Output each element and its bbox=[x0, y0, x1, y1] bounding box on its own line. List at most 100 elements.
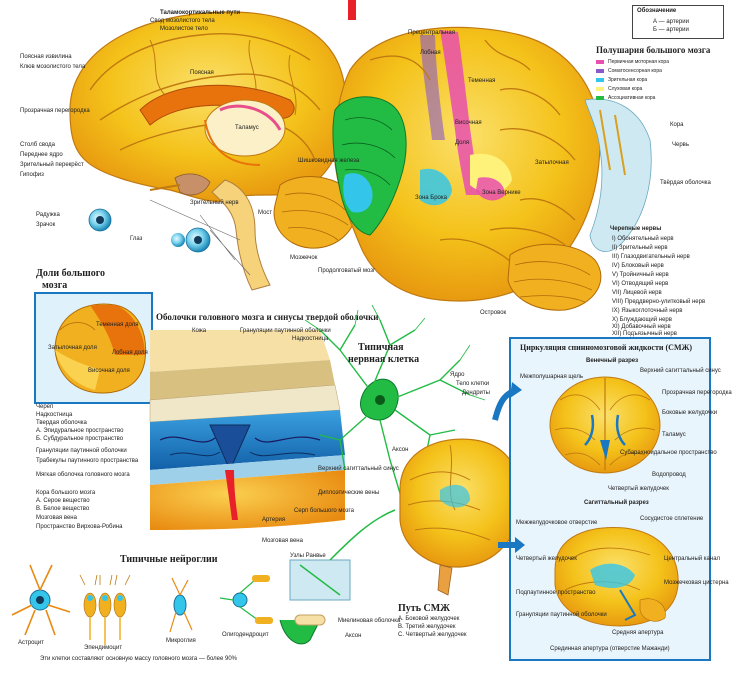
neuron-label: Узлы Ранвье bbox=[290, 553, 326, 559]
header-legend-a: А — артерии bbox=[653, 19, 689, 25]
meninges-top-label: Грануляции паутинной оболочки bbox=[240, 328, 331, 334]
neuron-label: Ядро bbox=[450, 372, 465, 378]
legend-swatch-pink bbox=[596, 60, 604, 64]
nerve-item: VI) Отводящий нерв bbox=[612, 281, 669, 287]
nerve-item: V) Тройничный нерв bbox=[612, 272, 669, 278]
hemisphere-label: Зона Вернике bbox=[482, 190, 521, 196]
neuroglia-label: Эпендимоцит bbox=[84, 645, 123, 651]
nerve-item: X) Блуждающий нерв bbox=[612, 317, 672, 323]
dura-flap bbox=[584, 98, 652, 252]
nerve-item: XII) Подъязычный нерв bbox=[612, 331, 677, 337]
meninges-left-label: А. Эпидуральное пространство bbox=[36, 428, 124, 434]
nerve-item: III) Глазодвигательный нерв bbox=[612, 254, 690, 260]
sagittal-label: Поясная bbox=[190, 70, 214, 76]
sagittal-label: Продолговатый мозг bbox=[318, 268, 376, 274]
neuron-cell-art bbox=[304, 304, 486, 501]
csf-brain-art bbox=[399, 438, 522, 596]
neuron-label: Тело клетки bbox=[456, 381, 490, 387]
header-legend-title: Обозначение bbox=[637, 8, 677, 14]
meninges-inner-label: Диплоэтические вены bbox=[318, 490, 380, 496]
hemisphere-label: Теменная bbox=[468, 78, 496, 84]
circulation-label: Прозрачная перегородка bbox=[662, 390, 732, 396]
meninges-left-label: В. Белое вещество bbox=[36, 506, 90, 512]
circulation-label: Грануляции паутинной оболочки bbox=[516, 612, 607, 618]
sagittal-label: Прозрачная перегородка bbox=[20, 108, 90, 114]
hemisphere-legend-item: Соматосенсорная кора bbox=[608, 68, 662, 74]
nerve-item: IX) Языкоглоточный нерв bbox=[612, 308, 683, 314]
meninges-section bbox=[149, 330, 345, 530]
lobe-label: Лобная доля bbox=[112, 350, 148, 356]
circulation-label: Центральный канал bbox=[664, 556, 721, 562]
lobes-title: Доли большого bbox=[36, 268, 105, 279]
nerve-item: VII) Лицевой нерв bbox=[612, 290, 662, 296]
circulation-label: Боковые желудочки bbox=[662, 410, 718, 416]
nerve-item: XI) Добавочный нерв bbox=[612, 324, 671, 330]
csf-path-item: А. Боковой желудочек bbox=[398, 616, 460, 622]
meninges-left-label: Трабекулы паутинного пространства bbox=[36, 458, 139, 464]
sagittal-label: Зрачок bbox=[36, 222, 56, 228]
meninges-left-label: Пространство Вирхова-Робина bbox=[36, 524, 123, 530]
sagittal-label: Зрительный перекрёст bbox=[20, 162, 84, 168]
neuroglia-label: Астроцит bbox=[18, 640, 44, 646]
sagittal-label: Мозолистое тело bbox=[160, 26, 208, 32]
sagittal-csf-section bbox=[554, 527, 679, 627]
circulation-title: Циркуляция спинномозговой жидкости (СМЖ) bbox=[520, 343, 693, 352]
hemisphere-label: Затылочная bbox=[535, 160, 569, 166]
meninges-left-label: Мозговая вена bbox=[36, 515, 77, 521]
header-legend: Обозначение А — артерии Б — артерии bbox=[632, 5, 724, 39]
meninges-left-label: Надкостница bbox=[36, 412, 73, 418]
meninges-inner-label: Верхний сагиттальный синус bbox=[318, 466, 399, 472]
sagittal-label: Радужка bbox=[36, 212, 60, 218]
nerve-item: I) Обонятельный нерв bbox=[612, 236, 674, 242]
meninges-inner-label: Артерия bbox=[262, 517, 286, 523]
legend-swatch-cyan bbox=[596, 78, 604, 82]
sagittal-label: Гипофиз bbox=[20, 172, 44, 178]
hemisphere-legend-item: Ассоциативная кора bbox=[608, 95, 656, 101]
meninges-left-label: А. Серое вещество bbox=[36, 498, 90, 504]
sagittal-label: Шишковидная железа bbox=[298, 158, 360, 164]
meninges-left-label: Грануляции паутинной оболочки bbox=[36, 448, 127, 454]
circulation-label: Субарахноидальное пространство bbox=[620, 450, 717, 456]
circulation-section-coronal: Венечный разрез bbox=[586, 358, 639, 364]
hemisphere-label: Доля bbox=[455, 140, 470, 146]
meninges-left-label: Твердая оболочка bbox=[36, 420, 87, 426]
neuroglia-title: Типичные нейроглии bbox=[120, 554, 218, 565]
sagittal-label: Переднее ядро bbox=[20, 152, 63, 158]
sagittal-label: Таламус bbox=[235, 125, 259, 131]
neuroglia-footnote: Эти клетки составляют основную массу гол… bbox=[40, 656, 238, 662]
neuron-label: Дендриты bbox=[462, 390, 490, 396]
meninges-left-label: Череп bbox=[36, 404, 54, 410]
neuroglia-label: Микроглия bbox=[166, 638, 196, 644]
hemisphere-label: Височная bbox=[455, 120, 482, 126]
sagittal-label: Поясная извилина bbox=[20, 54, 72, 60]
sagittal-label: Столб свода bbox=[20, 142, 55, 148]
neuroglia-label: Миелиновая оболочка bbox=[338, 618, 401, 624]
hemisphere-label: Твёрдая оболочка bbox=[660, 180, 711, 186]
meninges-left-label: Б. Субдуральное пространство bbox=[36, 436, 124, 442]
lobe-label: Затылочная доля bbox=[48, 345, 97, 351]
circulation-label: Межполушарная щель bbox=[520, 374, 583, 380]
legend-swatch-yellow bbox=[596, 87, 604, 91]
neuroglia-label: Аксон bbox=[345, 633, 362, 639]
hemisphere-legend-item: Первичная моторная кора bbox=[608, 59, 669, 65]
meninges-title: Оболочки головного мозга и синусы твердо… bbox=[156, 312, 379, 322]
lobes-brain bbox=[54, 303, 147, 394]
sagittal-label: Клюв мозолистого тела bbox=[20, 64, 86, 70]
nerve-item: II) Зрительный нерв bbox=[612, 245, 668, 251]
meninges-inner-label: Мозговая вена bbox=[262, 538, 303, 544]
circulation-footer: Срединная апертура (отверстие Мажанди) bbox=[550, 646, 670, 652]
circulation-label: Мозжечковая цистерна bbox=[664, 580, 729, 586]
csf-path-item: В. Третий желудочек bbox=[398, 624, 456, 630]
csf-path-title: Путь СМЖ bbox=[398, 603, 451, 614]
top-label: Таламокортикальные пути bbox=[160, 10, 241, 16]
top-red-mark bbox=[348, 0, 356, 20]
circulation-label: Подпаутинное пространство bbox=[516, 590, 596, 596]
sagittal-label: Зрительный нерв bbox=[190, 200, 239, 206]
nerve-item: VIII) Преддверно-улитковый нерв bbox=[612, 299, 706, 305]
hemisphere-label: Прецентральная bbox=[408, 30, 455, 36]
neuroglia-art bbox=[11, 559, 351, 645]
csf-path-item: С. Четвертый желудочек bbox=[398, 632, 467, 638]
lobe-label: Теменная доля bbox=[96, 322, 139, 328]
hemisphere-legend-item: Слуховая кора bbox=[608, 86, 643, 92]
circulation-section-sagittal: Сагиттальный разрез bbox=[584, 500, 649, 506]
